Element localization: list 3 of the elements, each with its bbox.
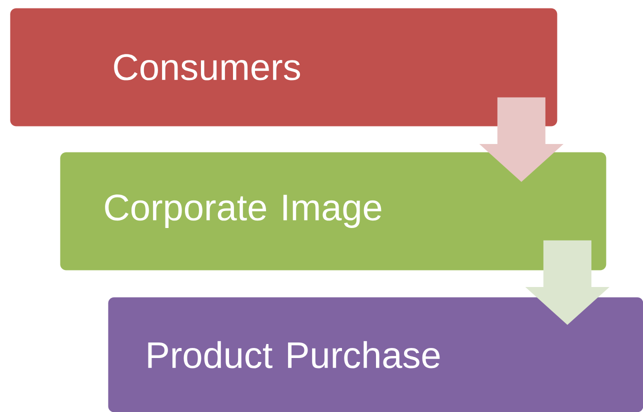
process-box: Product Purchase xyxy=(108,297,643,412)
process-box: Corporate Image xyxy=(60,152,606,270)
process-box: Consumers xyxy=(10,8,558,126)
